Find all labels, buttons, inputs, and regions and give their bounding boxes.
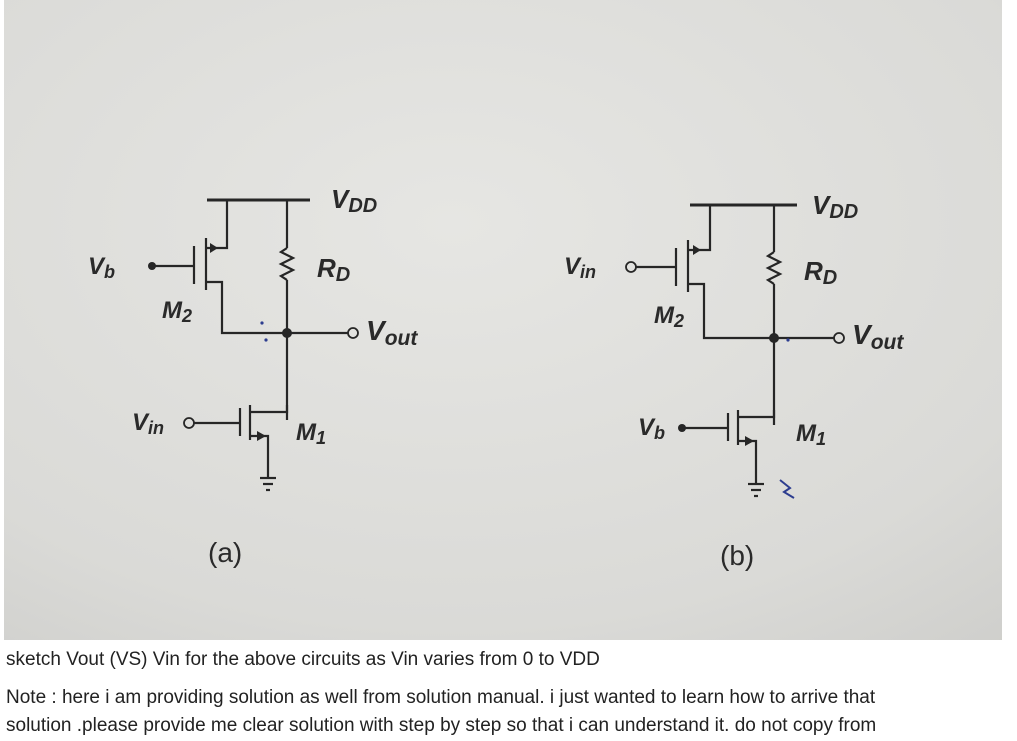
m2-arrow-b [693,245,701,255]
vout-label-a: Vout [366,315,418,350]
m2-drain-wire-a [206,280,287,335]
note-line-1: Note : here i am providing solution as w… [6,687,876,708]
m2-label-b: M2 [654,302,684,331]
m1-label-a: M1 [296,419,326,448]
vdd-label-b: VDD [812,190,858,223]
pen-mark-a2 [264,338,268,342]
vdd-label-a: VDD [331,184,377,217]
circuit-photo: VDD RD Vb M2 Vout Vin M1 (a) [4,0,1002,640]
rd-label-b: RD [804,256,837,289]
rd-resistor-a [278,247,296,281]
vout-terminal-a [347,327,359,339]
vb-terminal-b [678,424,686,432]
vin-terminal-b [625,261,637,273]
rd-resistor-b [765,251,783,285]
vb-label-a: Vb [88,253,115,282]
m1-source-b [738,439,758,484]
m1-label-b: M1 [796,420,826,449]
vb-terminal-a [148,262,156,270]
pen-mark-b1 [779,479,795,499]
vout-terminal-b [833,332,845,344]
m1-arrow-b [745,436,754,446]
m1-source-a [250,434,270,478]
circuit-diagram: VDD RD Vb M2 Vout Vin M1 (a) [4,0,1002,640]
circuit-a [154,198,348,492]
m1-drain-b [738,410,776,419]
caption-b: (b) [720,540,754,571]
question-note: Note : here i am providing solution as w… [6,684,1006,740]
paper-background [4,0,1002,640]
m1-drain-a [250,405,289,414]
caption-a: (a) [208,537,242,568]
rd-label-a: RD [317,253,350,286]
pen-mark-b2 [786,338,790,342]
vin-label-a: Vin [132,409,164,438]
note-line-2: solution .please provide me clear soluti… [6,715,877,736]
m2-label-a: M2 [162,297,192,326]
m2-arrow-a [210,243,218,253]
pen-mark-a1 [260,321,264,325]
vout-node-a [282,328,292,338]
vout-label-b: Vout [852,319,904,354]
vin-terminal-a [183,417,195,429]
m1-arrow-a [257,431,266,441]
vb-label-b: Vb [638,414,665,443]
vout-node-b [769,333,779,343]
m2-drain-wire-b [688,282,774,340]
question-caption: sketch Vout (VS) Vin for the above circu… [6,649,600,670]
vin-label-b: Vin [564,253,596,282]
